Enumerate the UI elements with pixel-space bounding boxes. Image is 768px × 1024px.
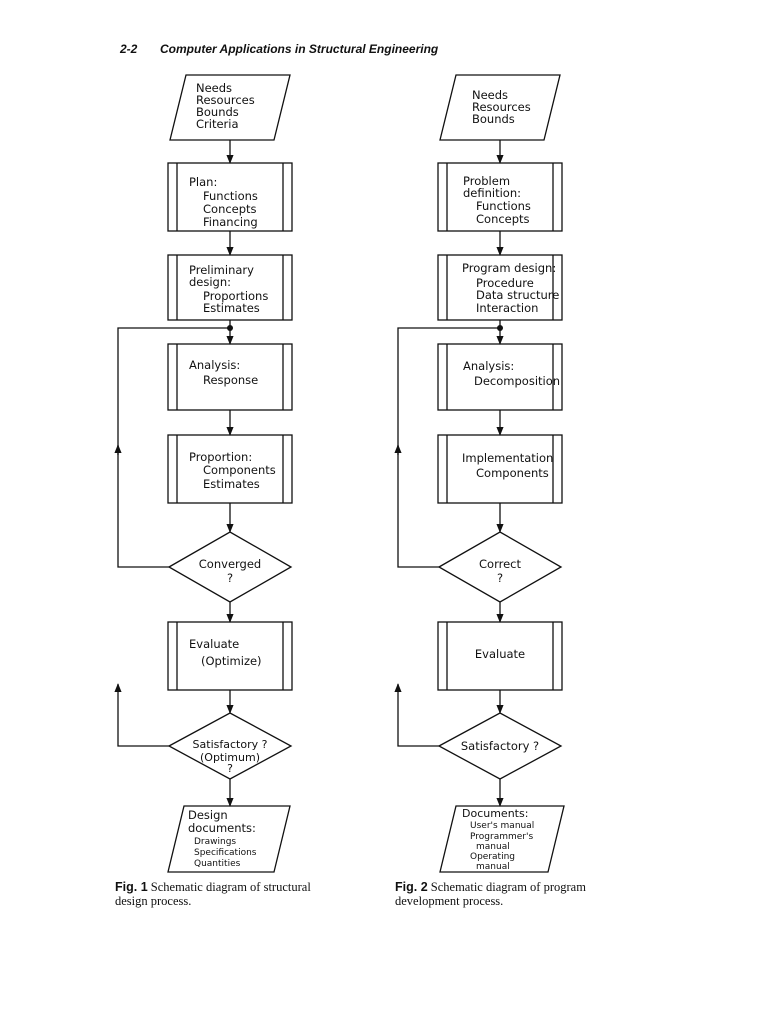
fig2-program-text-line-2: Procedure xyxy=(476,276,534,290)
fig2-problem-text-line-2: definition: xyxy=(463,186,521,200)
fig1-satisfactory-text-line-3: ? xyxy=(227,762,233,775)
figure-2-caption: Fig. 2 Schematic diagram of program deve… xyxy=(395,880,610,908)
fig1-output-text-line-4: Specifications xyxy=(194,848,257,858)
fig1-plan-text-line-4: Financing xyxy=(203,215,258,229)
fig2-program-text-line-1: Program design: xyxy=(462,261,556,275)
fig1-converged-text-line-2: ? xyxy=(227,571,233,585)
fig2-problem-text-line-4: Concepts xyxy=(476,212,530,226)
fig2-input-text-line-1: Needs xyxy=(472,88,508,102)
page-header: 2-2 Computer Applications in Structural E… xyxy=(120,42,438,56)
fig1-satisfactory-diamond xyxy=(167,712,293,780)
book-title: Computer Applications in Structural Engi… xyxy=(160,42,439,56)
fig2-output-text-line-1: Documents: xyxy=(462,807,528,820)
fig1-output-parallelogram xyxy=(167,805,291,873)
fig1-preliminary-text-line-1: Preliminary xyxy=(189,263,254,277)
fig2-output-parallelogram xyxy=(439,805,565,873)
fig1-satisfactory-text-line-1: Satisfactory ? xyxy=(193,738,268,751)
fig2-satisfactory-diamond xyxy=(437,712,563,780)
fig1-evaluate-text-line-1: Evaluate xyxy=(189,637,239,651)
fig2-correct-text-line-2: ? xyxy=(497,571,503,585)
fig1-input-text-line-1: Needs xyxy=(196,81,232,95)
fig1-proportion-text-line-2: Components xyxy=(203,463,276,477)
page-number: 2-2 xyxy=(120,42,138,56)
fig1-plan-text-line-3: Concepts xyxy=(203,202,257,216)
fig2-input-text-line-2: Resources xyxy=(472,100,531,114)
fig2-program-text-line-3: Data structure xyxy=(476,288,559,302)
fig2-implementation-text-line-2: Components xyxy=(476,466,549,480)
fig2-input-parallelogram xyxy=(439,74,561,141)
fig2-output-text-line-6: manual xyxy=(476,862,510,872)
fig2-output-text-line-4: manual xyxy=(476,842,510,852)
fig2-output-text-line-2: User's manual xyxy=(470,821,534,831)
fig2-output-text-line-5: Operating xyxy=(470,852,515,862)
fig1-converged-diamond xyxy=(167,531,293,603)
fig1-preliminary-text-line-2: design: xyxy=(189,275,231,289)
fig2-analysis-text-line-1: Analysis: xyxy=(463,359,514,373)
figure-2-caption-label: Fig. 2 xyxy=(395,880,428,894)
fig1-preliminary-text-line-4: Estimates xyxy=(203,301,260,315)
fig2-correct-diamond xyxy=(437,531,563,603)
fig2-correct-text-line-1: Correct xyxy=(479,557,521,571)
fig2-implementation-text-line-1: Implementation xyxy=(462,451,553,465)
figure-1-caption-label: Fig. 1 xyxy=(115,880,148,894)
fig1-proportion-text-line-3: Estimates xyxy=(203,477,260,491)
fig1-plan-text-line-2: Functions xyxy=(203,189,258,203)
fig1-output-text-line-5: Quantities xyxy=(194,859,241,869)
fig2-evaluate-text-line-1: Evaluate xyxy=(475,647,525,661)
fig1-analysis-text-line-1: Analysis: xyxy=(189,358,240,372)
fig1-converged-text-line-1: Converged xyxy=(199,557,261,571)
fig1-output-text-line-1: Design xyxy=(188,808,228,822)
fig1-input-parallelogram xyxy=(169,74,291,141)
fig1-output-text-line-3: Drawings xyxy=(194,837,236,847)
fig2-problem-text-line-3: Functions xyxy=(476,199,531,213)
fig2-satisfactory-text-line-1: Satisfactory ? xyxy=(461,739,539,753)
fig1-input-text-line-3: Bounds xyxy=(196,105,239,119)
figure-1-caption: Fig. 1 Schematic diagram of structural d… xyxy=(115,880,340,908)
fig1-exit-line xyxy=(114,683,169,747)
fig2-program-text-line-4: Interaction xyxy=(476,301,538,315)
fig1-analysis-text-line-2: Response xyxy=(203,373,258,387)
fig1-proportion-text-line-1: Proportion: xyxy=(189,450,252,464)
fig2-output-text-line-3: Programmer's xyxy=(470,832,533,842)
fig1-evaluate-text-line-2: (Optimize) xyxy=(201,654,262,668)
fig1-satisfactory-text-line-2: (Optimum) xyxy=(200,751,260,764)
figure-1-caption-text: Schematic diagram of structural design p… xyxy=(115,880,311,908)
figure-1: NeedsResourcesBoundsCriteriaPlan:Functio… xyxy=(114,74,293,873)
fig1-plan-text-line-1: Plan: xyxy=(189,175,217,189)
figure-2: NeedsResourcesBoundsProblemdefinition:Fu… xyxy=(394,74,565,873)
fig1-input-text-line-4: Criteria xyxy=(196,117,239,131)
fig2-analysis-text-line-2: Decomposition xyxy=(474,374,560,388)
fig2-input-text-line-3: Bounds xyxy=(472,112,515,126)
fig2-problem-text-line-1: Problem xyxy=(463,174,510,188)
fig1-input-text-line-2: Resources xyxy=(196,93,255,107)
fig1-preliminary-text-line-3: Proportions xyxy=(203,289,268,303)
figure-2-caption-text: Schematic diagram of program development… xyxy=(395,880,586,908)
fig1-output-text-line-2: documents: xyxy=(188,821,256,835)
fig2-exit-line xyxy=(394,683,439,747)
